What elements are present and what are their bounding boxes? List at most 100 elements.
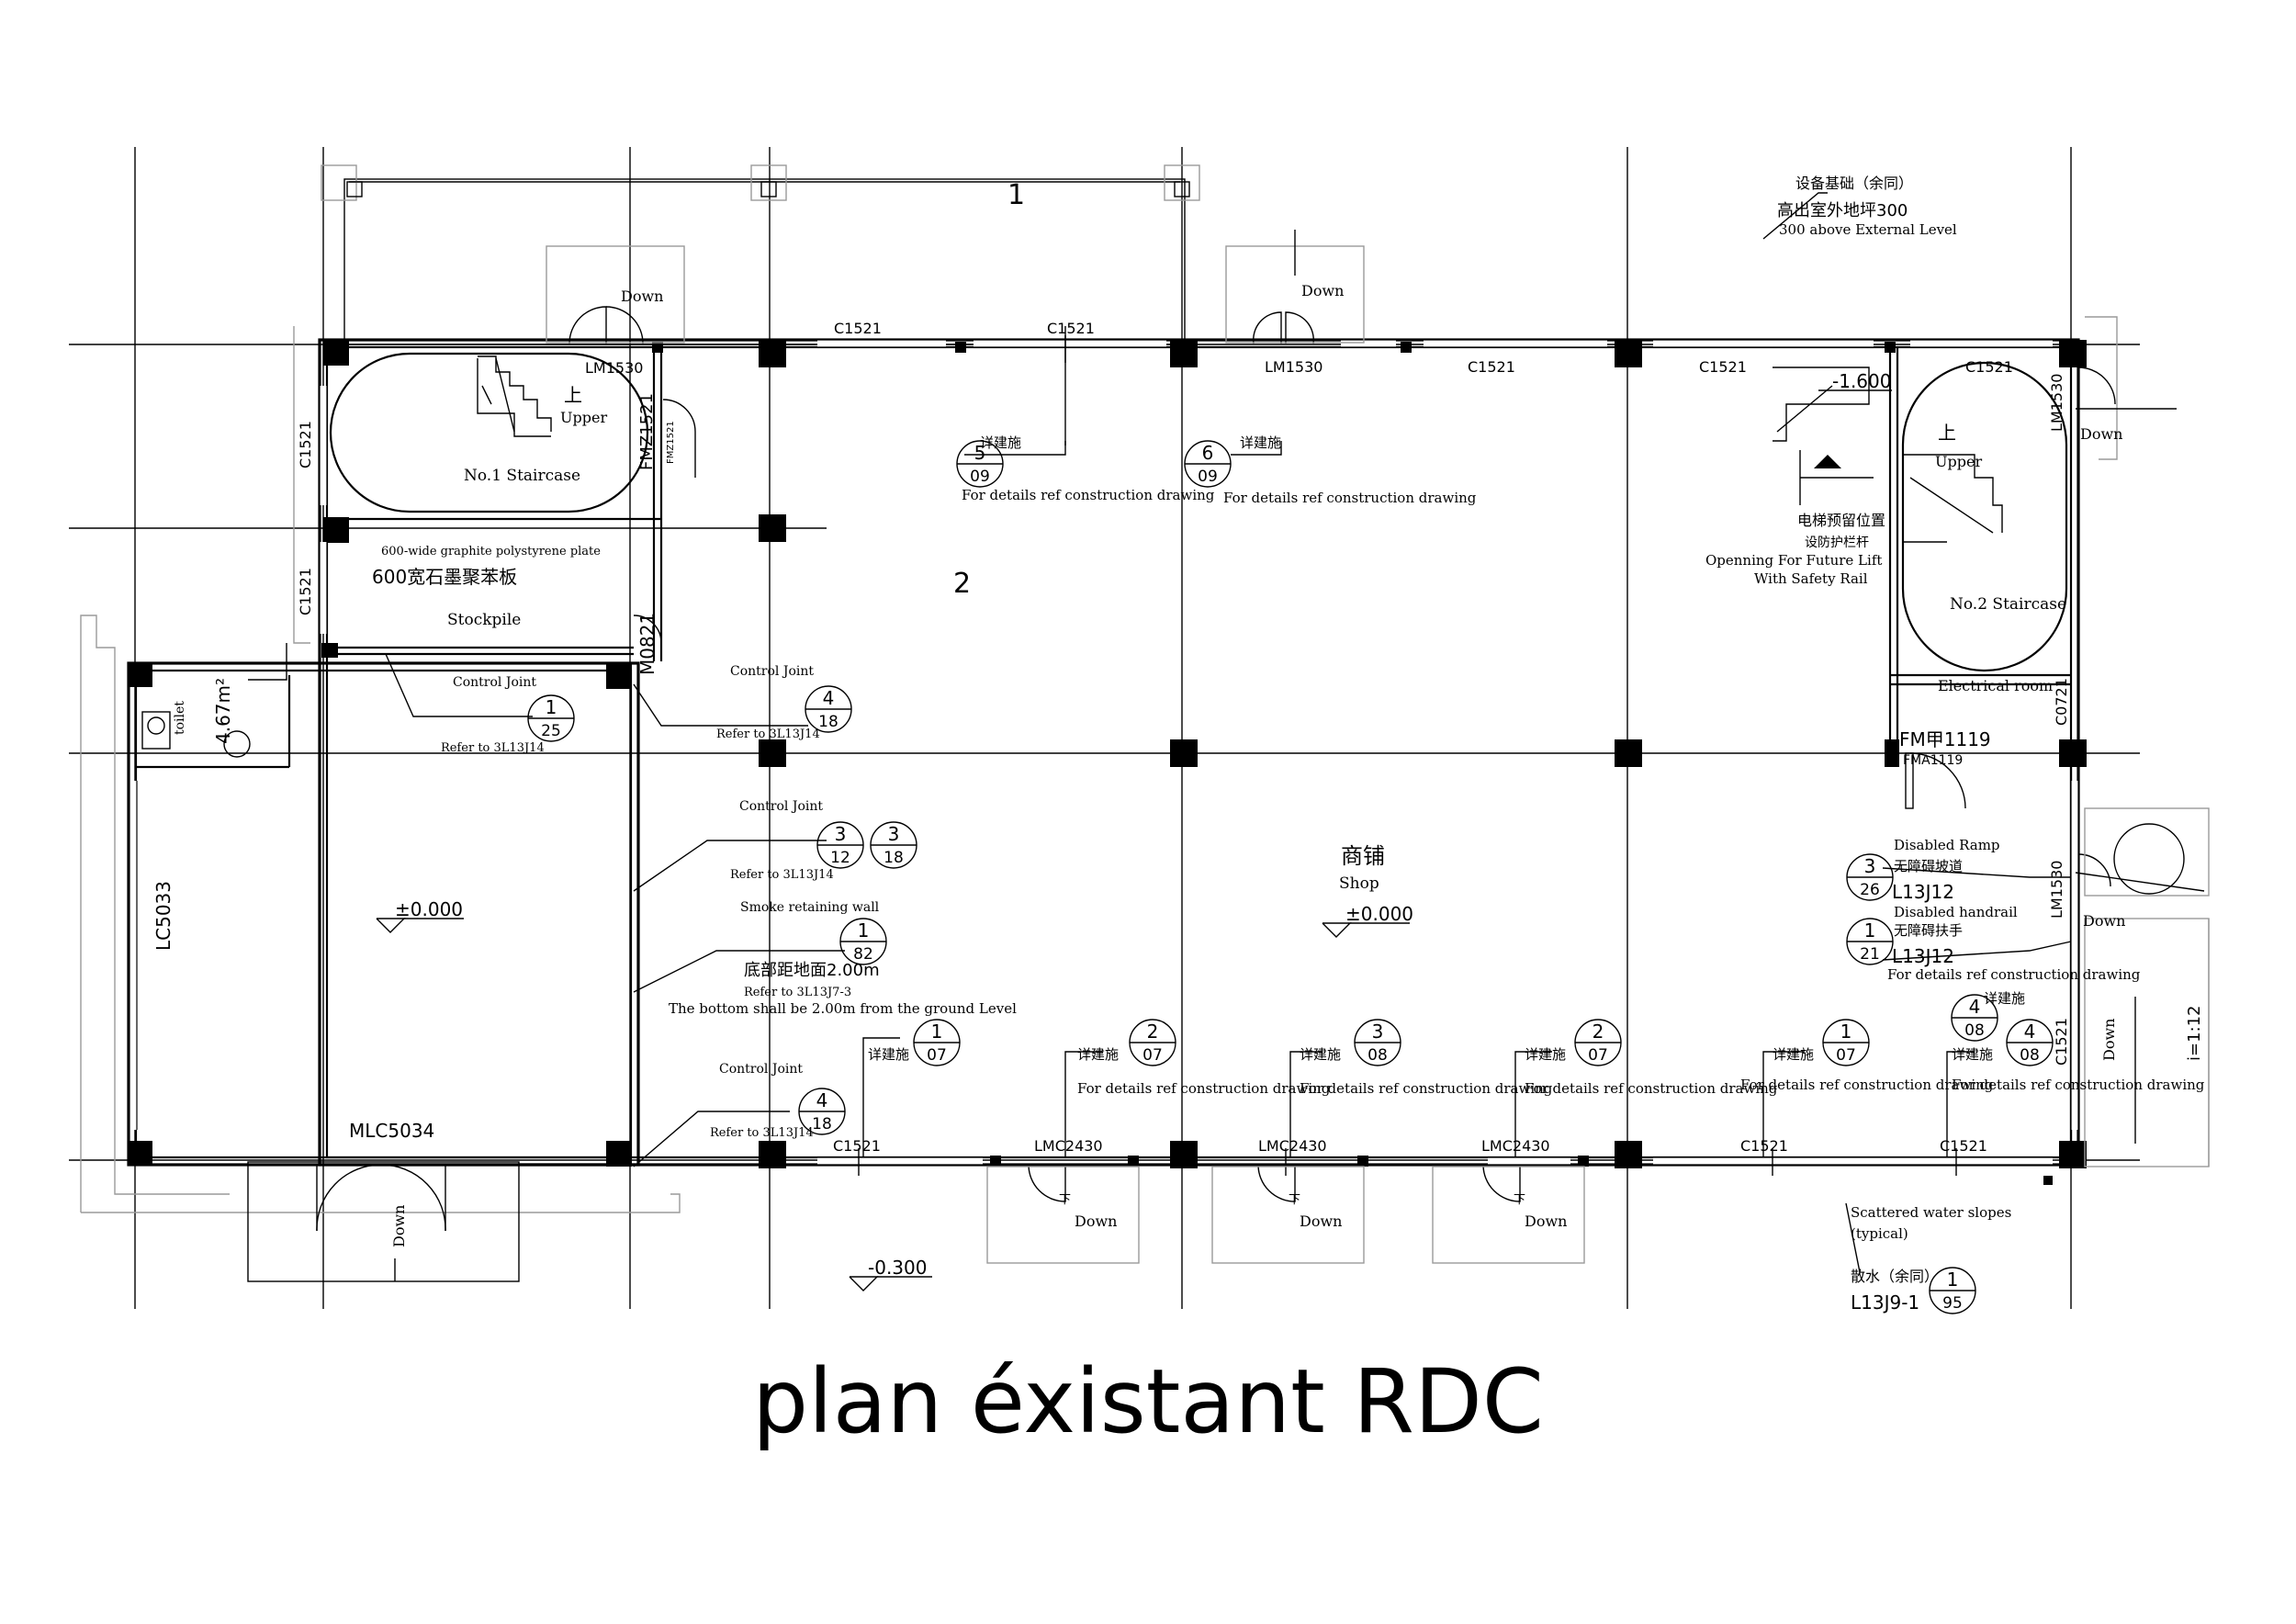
room-staircase-2: No.2 Staircase (1950, 595, 2066, 614)
details-en-b3: For details ref construction drawing (1300, 1080, 1553, 1097)
window-c1521-top-5: C1521 (1965, 358, 2013, 376)
bottom-cn: 底部距地面2.00m (744, 961, 880, 980)
callout-sheet: 25 (541, 722, 561, 740)
ramp-cn: 无障碍坡道 (1894, 858, 1963, 874)
door-fm1119: FM甲1119 (1899, 728, 1991, 750)
ramp-ref: L13J12 (1892, 881, 1954, 903)
details-en-b5: For details ref construction drawing (1740, 1077, 1994, 1093)
equip-cn-1: 设备基础（余同） (1795, 175, 1913, 192)
leader-lines (385, 192, 2205, 1281)
staircase-1 (329, 352, 649, 513)
equip-en: 300 above External Level (1779, 221, 1957, 238)
equip-cn-2: 高出室外地坪300 (1777, 201, 1908, 220)
lift-opening (1773, 367, 1874, 505)
callout-number: 1 (1864, 919, 1876, 942)
toilet-fixtures (141, 643, 287, 758)
grid-label-center: 2 (953, 568, 971, 600)
callout-14: 408 (1951, 994, 1998, 1042)
details-en-b4: For details ref construction drawing (1525, 1080, 1778, 1097)
ramp-en: Disabled Ramp (1894, 837, 2000, 853)
handrail-cn: 无障碍扶手 (1894, 922, 1963, 939)
level-minus300: -0.300 (868, 1257, 927, 1279)
refer-3l13j7: Refer to 3L13J7-3 (744, 986, 851, 999)
ramp-slope: i=1:12 (2185, 1005, 2204, 1061)
callout-number: 4 (1969, 996, 1981, 1018)
callout-1: 509 (956, 440, 1004, 488)
callout-7: 182 (839, 918, 887, 965)
details-en-top-1: For details ref construction drawing (962, 487, 1215, 503)
callout-number: 2 (1593, 1021, 1604, 1043)
callout-number: 2 (1147, 1021, 1159, 1043)
callout-8: 418 (798, 1088, 846, 1135)
doors (316, 306, 2116, 1232)
upper-cn-1: 上 (564, 384, 582, 406)
room-toilet-area: 4.67m² (212, 678, 234, 744)
callout-sheet: 07 (1588, 1046, 1608, 1065)
lift-cn: 电梯预留位置 (1797, 512, 1885, 529)
callout-number: 3 (835, 823, 847, 845)
room-electrical: Electrical room (1938, 677, 2053, 694)
room-stockpile: Stockpile (447, 611, 521, 629)
window-lc5033: LC5033 (152, 881, 174, 951)
window-c1521-bottom-2: C1521 (1740, 1137, 1788, 1155)
door-lm1530-1: LM1530 (585, 359, 643, 377)
callout-number: 3 (888, 823, 900, 845)
columns (129, 340, 2087, 1185)
control-joint-4: Control Joint (719, 1062, 803, 1077)
details-cn-b1: 详建施 (868, 1046, 909, 1063)
level-zero-shop: ±0.000 (1345, 903, 1413, 925)
callout-number: 6 (1202, 442, 1214, 464)
down-cn-bottom-3: 下 (1514, 1193, 1525, 1207)
down-cn-bottom-2: 下 (1289, 1193, 1300, 1207)
window-c1521-top-1: C1521 (834, 320, 882, 337)
door-m0821: M0821 (636, 613, 658, 675)
details-cn-b6: 详建施 (1952, 1046, 1993, 1063)
callout-number: 4 (816, 1089, 828, 1111)
down-top-left: Down (621, 288, 663, 305)
callout-17: 121 (1846, 918, 1894, 965)
control-joint-3: Control Joint (739, 799, 823, 814)
callout-sheet: 82 (853, 945, 873, 964)
callout-9: 107 (913, 1019, 961, 1066)
refer-4: Refer to 3L13J14 (710, 1126, 814, 1140)
door-fmz1521-small: FMZ1521 (666, 421, 676, 464)
callout-number: 5 (974, 442, 986, 464)
callout-number: 1 (858, 919, 870, 942)
water-en-2: (typical) (1851, 1225, 1908, 1242)
callout-number: 1 (546, 696, 557, 718)
graphite-cn: 600宽石墨聚苯板 (372, 566, 517, 588)
details-en-ramp: For details ref construction drawing (1887, 966, 2141, 983)
window-c1521-bottom-3: C1521 (1940, 1137, 1987, 1155)
callout-5: 312 (816, 821, 864, 869)
lift-en-2: With Safety Rail (1754, 570, 1868, 587)
drawing-title: plan éxistant RDC (752, 1350, 1544, 1453)
windows (129, 326, 2079, 1176)
details-cn-b4: 详建施 (1525, 1046, 1566, 1063)
callout-sheet: 09 (1198, 468, 1218, 486)
callout-number: 4 (823, 687, 835, 709)
callout-sheet: 09 (970, 468, 990, 486)
graphite-en: 600-wide graphite polystyrene plate (381, 545, 601, 558)
details-cn-b5: 详建施 (1773, 1046, 1814, 1063)
refer-1: Refer to 3L13J14 (441, 741, 545, 755)
callout-4: 418 (805, 685, 852, 733)
callout-sheet: 18 (884, 849, 904, 867)
room-shop-cn: 商铺 (1341, 843, 1385, 869)
callout-2: 609 (1184, 440, 1232, 488)
room-staircase-1: No.1 Staircase (464, 467, 580, 485)
staircase-2 (1901, 361, 2068, 672)
upper-cn-2: 上 (1938, 422, 1956, 444)
down-top-center: Down (1301, 282, 1344, 299)
down-bottom-3: Down (1525, 1212, 1567, 1230)
control-joint-2: Control Joint (730, 664, 814, 679)
lift-en-1: Openning For Future Lift (1705, 552, 1882, 569)
details-cn-b3: 详建施 (1300, 1046, 1341, 1063)
water-cn: 散水（余同） (1851, 1268, 1939, 1285)
details-cn-b7: 详建施 (1984, 990, 2025, 1007)
callout-sheet: 12 (830, 849, 850, 867)
room-shop-en: Shop (1339, 874, 1379, 893)
exterior-steps (247, 245, 2210, 1282)
callout-16: 326 (1846, 853, 1894, 901)
door-fmz1521: FMZ1521 (637, 393, 657, 470)
